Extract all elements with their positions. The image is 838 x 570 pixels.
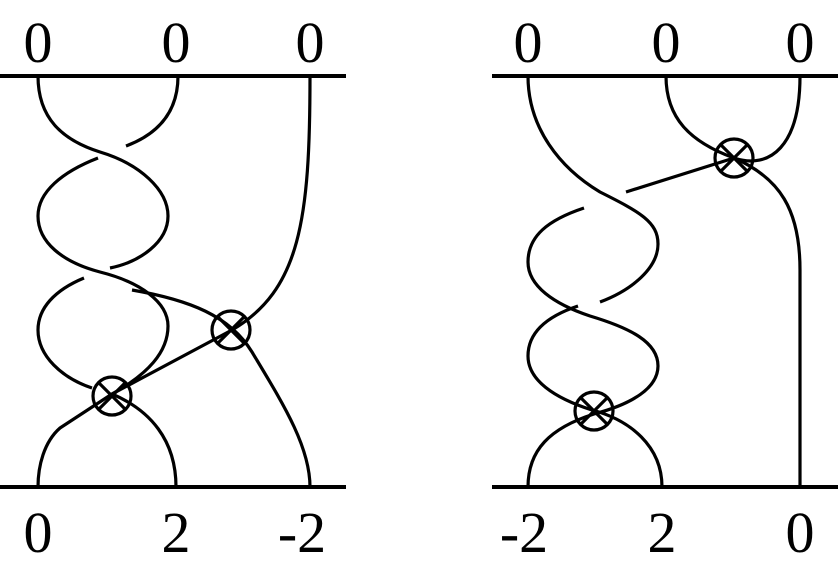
right-bottom-label-1: -2 (500, 500, 548, 565)
left-strands (36, 75, 312, 488)
left-strand-a-lower (36, 276, 93, 390)
left-bottom-label-2: 2 (162, 500, 191, 565)
left-top-label-1: 0 (24, 10, 53, 75)
left-strand-a (36, 75, 170, 270)
right-strand-top-arc (664, 75, 802, 163)
right-strand-a (526, 75, 660, 304)
right-tangle-diagram: 0 0 0 -2 (492, 10, 838, 565)
right-virtual-crossing-upper (713, 137, 755, 179)
left-strand-e (111, 392, 178, 488)
left-virtual-crossing-upper (210, 309, 252, 351)
right-bottom-label-2: 2 (648, 500, 677, 565)
left-strand-c (111, 75, 312, 396)
right-virtual-crossing-lower (573, 390, 615, 432)
right-top-label-2: 0 (652, 10, 681, 75)
left-bottom-label-3: -2 (278, 500, 326, 565)
right-strand-a-lower (526, 304, 664, 488)
right-strand-b-lower-right (733, 156, 802, 487)
left-virtual-crossing-lower (91, 375, 133, 417)
left-strand-b-middle (36, 156, 170, 488)
left-top-label-3: 0 (296, 10, 325, 75)
left-strand-d (131, 288, 312, 488)
left-top-label-2: 0 (162, 10, 191, 75)
left-tangle-diagram: 0 0 0 (0, 10, 346, 565)
left-bottom-label-1: 0 (24, 500, 53, 565)
right-strands (526, 75, 802, 488)
right-bottom-label-3: 0 (786, 500, 815, 565)
right-top-label-3: 0 (786, 10, 815, 75)
right-strand-c (526, 206, 660, 488)
left-strand-b (125, 75, 180, 148)
right-strand-b-upper (625, 156, 735, 194)
right-top-label-1: 0 (514, 10, 543, 75)
